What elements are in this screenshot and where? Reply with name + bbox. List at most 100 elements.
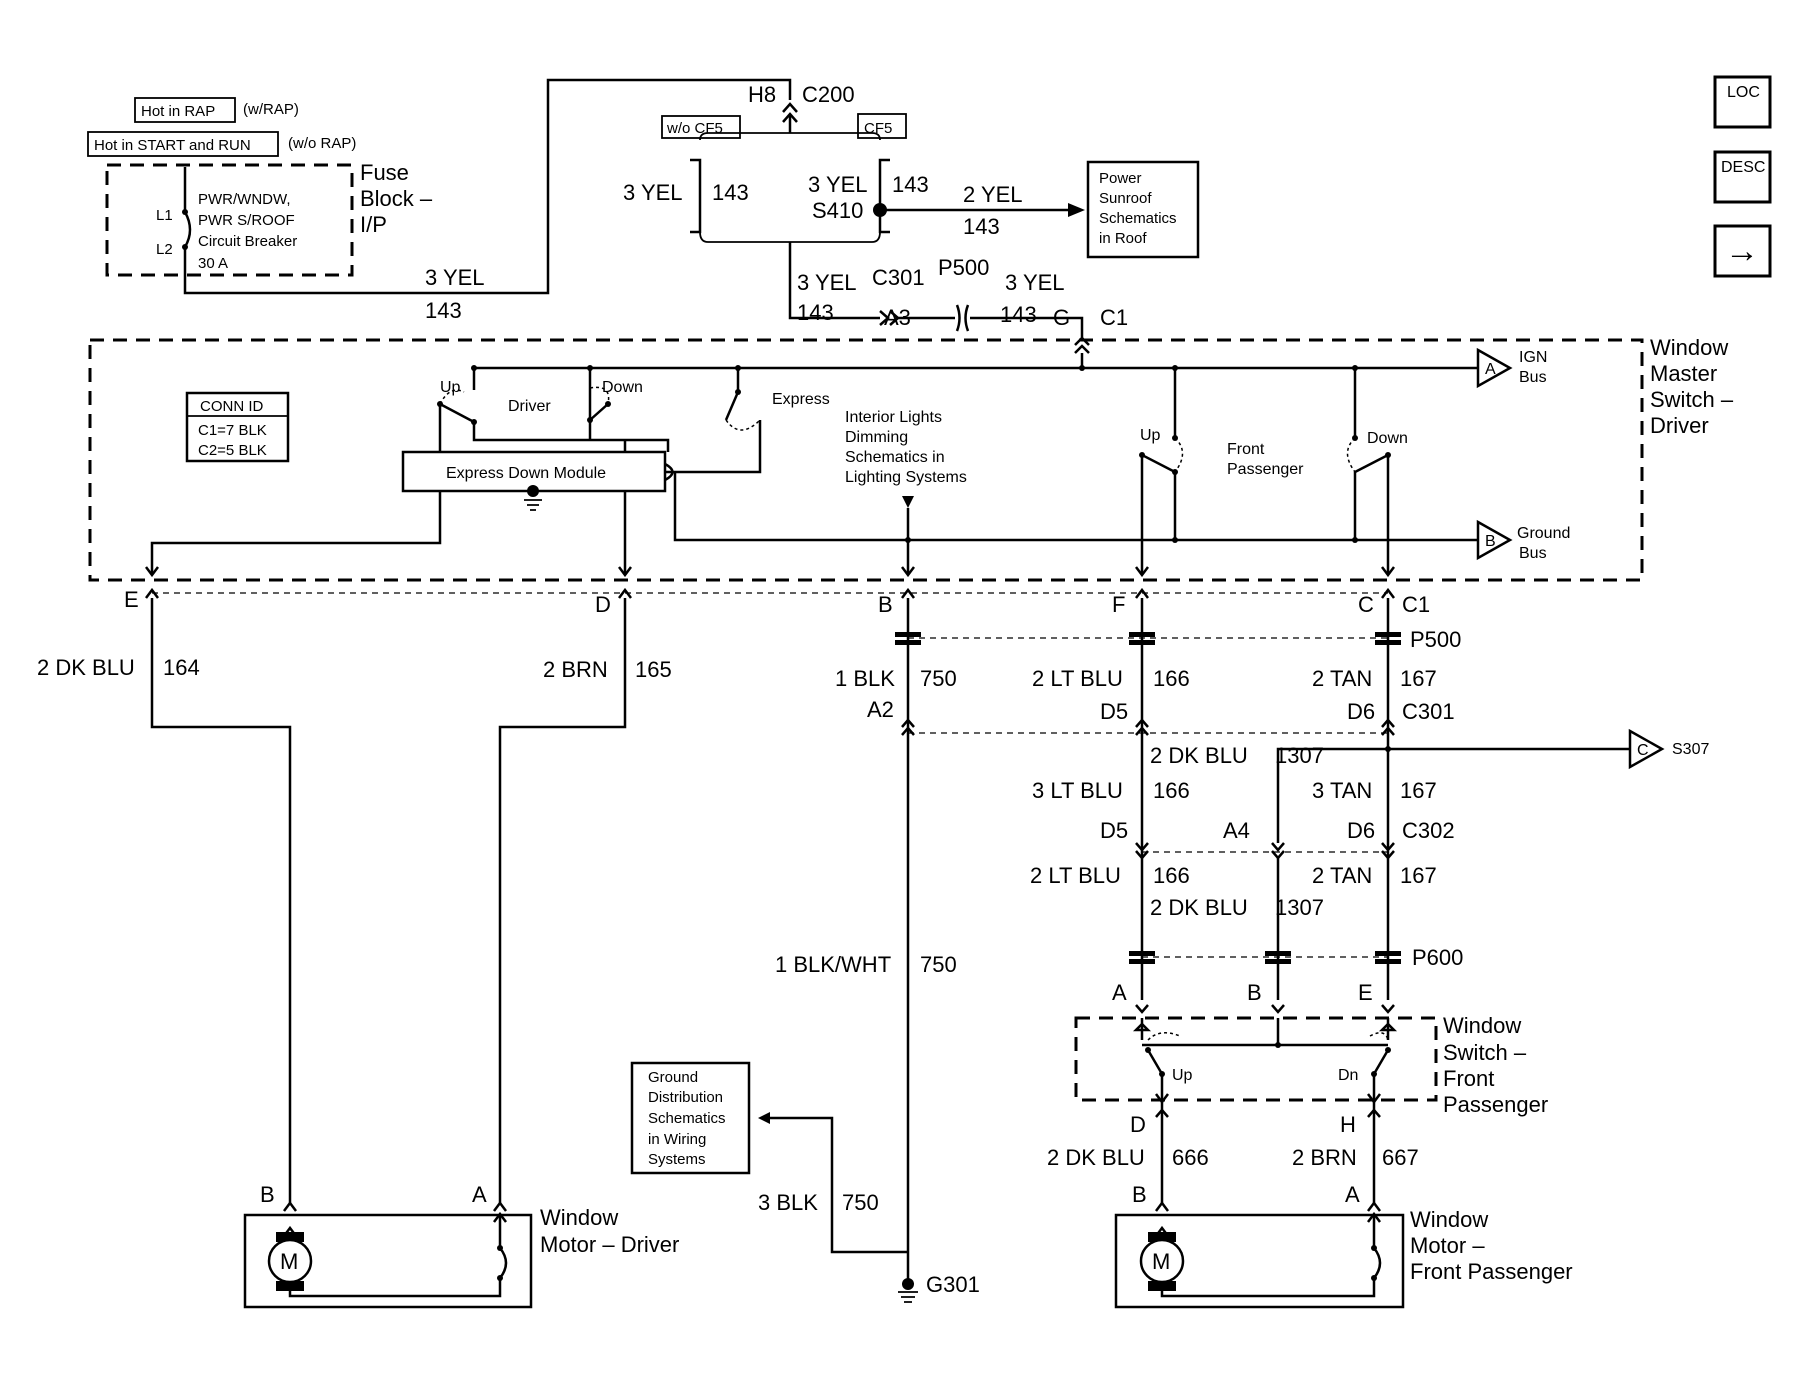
wire-gauge-label: 2 LT BLU [1032,666,1123,691]
driver-down-label: Down [602,379,643,396]
output-arrow-icon [901,566,1395,578]
ground-bus-arrow [1476,519,1513,561]
cf5-label: CF5 [864,120,892,137]
l2-label: L2 [156,241,173,258]
ground-circuit: Ground Distribution Schematics in Wiring… [630,1061,980,1303]
wire-164-internal [150,491,442,575]
ground-ref-label: Schematics [648,1110,726,1127]
sunroof-ref-label: Schematics [1099,210,1177,227]
sunroof-ref-label: Sunroof [1099,190,1152,207]
interior-ref-label[interactable]: Dimming [845,429,908,446]
hot-start-note: (w/o RAP) [288,135,356,152]
ground-bus-letter: B [1485,533,1496,550]
connector-p500-label: P500 [1410,627,1461,652]
master-switch-outline [88,338,1644,582]
wire-circuit-label: 1307 [1275,743,1324,768]
driver-motor-title: Window [540,1205,618,1230]
p600-terminal [1375,959,1401,964]
wire [472,422,670,452]
conn-c2-label: C2=5 BLK [198,442,267,459]
wo-cf5-label: w/o CF5 [666,120,723,137]
pin-b-label: B [1247,980,1262,1005]
hot-rap-note: (w/RAP) [243,101,299,118]
ground-dot [902,1278,914,1290]
front-passenger-label: Front [1227,441,1265,458]
wo-cf5-jumper [690,158,702,234]
pin-a-label: A [472,1182,487,1207]
wire-164 [150,598,292,1203]
fp-up-contact [1141,453,1176,474]
connector-p500-icon [955,304,970,332]
wire-750-ground [770,1116,908,1254]
s307-arrow[interactable] [1628,728,1665,770]
ign-bus-label: Bus [1519,369,1547,386]
front-passenger-label: Passenger [1227,461,1304,478]
fp-down-contact [1354,453,1389,474]
connector-p600-label: P600 [1412,945,1463,970]
breaker-label: PWR/WNDW, [198,191,290,208]
next-page-button[interactable]: → [1713,224,1772,278]
fp-motor-title: Front Passenger [1410,1259,1573,1284]
wire-circuit-label: 166 [1153,666,1190,691]
splice-s307-label[interactable]: S307 [1672,741,1709,758]
sunroof-ref-label: Power [1099,170,1142,187]
switch-pivot [497,1275,503,1281]
c1-connector: E D B F C C1 [124,587,1430,617]
ground-bus-wire [673,472,1478,542]
fp-motor-circuit: B A M Window Motor – Front Passenger [1114,1182,1573,1309]
desc-button[interactable]: DESC [1713,150,1772,204]
motor-label: M [280,1249,298,1274]
pin-d6-label: D6 [1347,818,1375,843]
pin-arrow-icon [1135,1004,1395,1014]
wire-circuit-label: 167 [1400,666,1437,691]
wire-circuit-label: 667 [1382,1145,1419,1170]
arrow-right-icon: → [1725,232,1759,270]
wire-gauge-label: 2 DK BLU [1047,1145,1145,1170]
junction-dot [1172,537,1178,543]
driver-up-label: Up [440,379,461,396]
connector-c1-label: C1 [1100,305,1128,330]
pin-h8-label: H8 [748,82,776,107]
pin-arrow-icon [1155,1200,1381,1212]
fuse-block-label: Block – [360,186,433,211]
p500-terminal [895,632,921,637]
fp-motor-title: Motor – [1410,1233,1485,1258]
interior-ref-label[interactable]: Interior Lights [845,409,942,426]
wire-circuit-label: 166 [1153,863,1190,888]
wire-circuit-label: 143 [797,300,834,325]
ground-ref-box[interactable] [630,1061,751,1175]
junction-dot [1275,1042,1281,1048]
pin-a-label: A [1112,980,1127,1005]
wire-gauge-label: 1 BLK/WHT [775,952,891,977]
breaker-terminal [182,209,188,215]
option-bracket [699,132,881,141]
wire-gauge-label: 3 YEL [425,265,485,290]
pin-h-label: H [1340,1112,1356,1137]
sunroof-ref-box[interactable] [1086,160,1200,259]
junction-dot [587,365,593,371]
breaker-element-icon [183,211,192,248]
wo-cf5-box [661,115,741,139]
output-arrow-icon [145,566,632,578]
wire-circuit-label: 143 [712,180,749,205]
switch-pivot [1172,469,1178,475]
cf5-box [857,113,907,139]
conn-c1-label: C1=7 BLK [198,422,267,439]
s307-letter: C [1637,742,1649,759]
fp-switch-title: Front [1443,1066,1494,1091]
interior-ref-label[interactable]: Lighting Systems [845,469,967,486]
interior-ref-label[interactable]: Schematics in [845,449,945,466]
wire-circuit-label: 164 [163,655,200,680]
wire-gauge-label: 3 YEL [808,172,868,197]
junction-dot [1352,365,1358,371]
pin-b-label: B [1132,1182,1147,1207]
arrow-right-icon [1068,203,1085,217]
ign-bus-letter: A [1485,361,1496,378]
wire-gauge-label: 2 DK BLU [1150,895,1248,920]
connector-c302-icon [1135,842,1395,860]
fp-switch-title: Window [1443,1013,1521,1038]
loc-button[interactable]: LOC [1713,75,1772,129]
wire-gauge-label: 2 LT BLU [1030,863,1121,888]
switch-pivot [1352,435,1358,441]
